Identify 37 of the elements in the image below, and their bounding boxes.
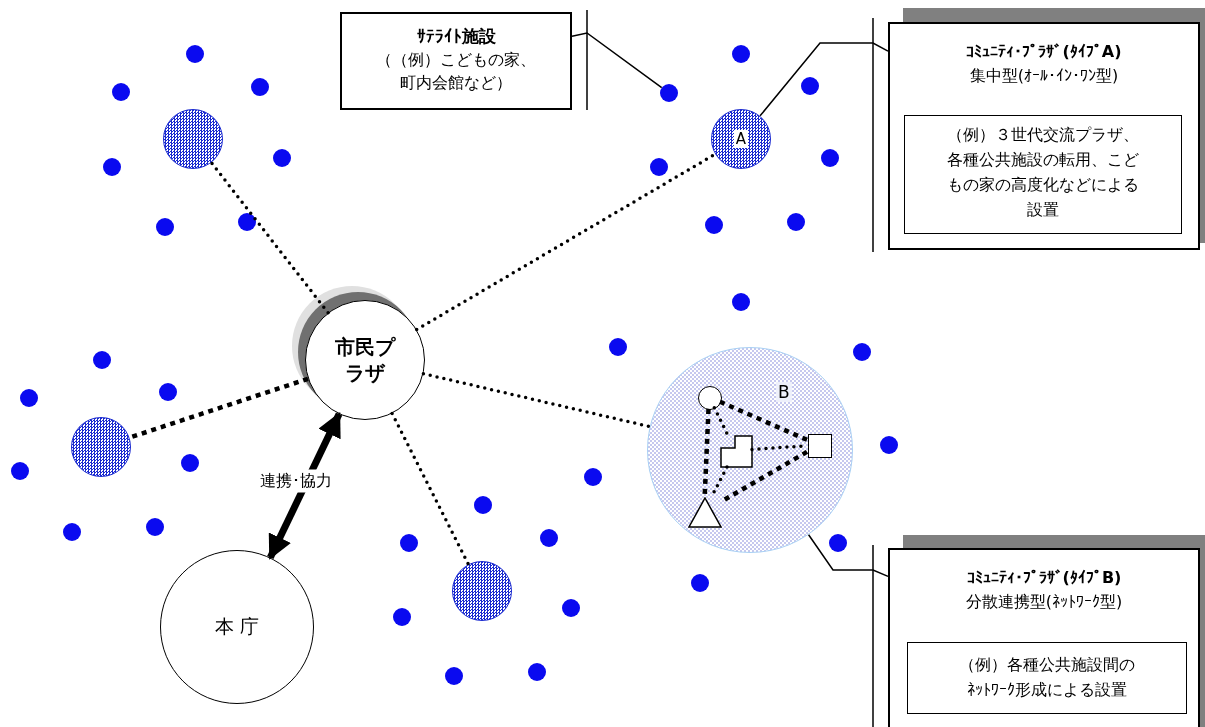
node-text: 分散連携型(ﾈｯﾄﾜｰｸ型) [964,591,1124,613]
node-title: （例）３世代交流プラザ、各種公共施設の転用、こどもの家の高度化などによる設置 [946,124,1140,221]
description-box [888,548,1200,727]
dotted-line [209,160,330,315]
dotted-line [414,152,717,332]
node-title: 本 庁 [214,614,259,639]
satellite-box [340,12,572,110]
node-text: 集中型(ｵｰﾙ･ｲﾝ･ﾜﾝ型) [968,65,1120,87]
dotted-line [702,408,711,497]
arrow [267,411,343,560]
node-title: （例）各種公共施設間のﾈｯﾄﾜｰｸ形成による設置 [958,654,1136,701]
dotted-line [390,411,471,566]
node-title: A [733,130,749,148]
dotted-line [712,406,730,436]
description-box [888,22,1200,250]
leader-line [807,533,889,578]
facility-dot [660,84,678,102]
dotted-line [421,371,652,429]
facility-circle [71,417,131,477]
node-title: ｻﾃﾗｲﾄ施設 [415,25,497,48]
leader-line [759,42,889,117]
leader-line [571,32,663,89]
node-label: B [776,382,792,402]
facility-shape [720,435,753,468]
facility-circle [163,109,223,169]
node-title: ｺﾐｭﾆﾃｨ･ﾌﾟﾗｻﾞ(ﾀｲﾌﾟB) [965,567,1123,589]
node-title: 市民プラザ [335,334,395,386]
plaza-circle [711,109,771,169]
example-box [907,642,1187,714]
node-text: （（例）こどもの家、町内会館など） [375,49,537,94]
example-box [904,115,1182,234]
node-title: ｺﾐｭﾆﾃｨ･ﾌﾟﾗｻﾞ(ﾀｲﾌﾟA) [965,41,1123,63]
facility-square [808,434,832,458]
facility-triangle [688,497,722,528]
facility-circle [698,386,722,410]
facility-circle [452,561,512,621]
dotted-line [719,399,808,442]
